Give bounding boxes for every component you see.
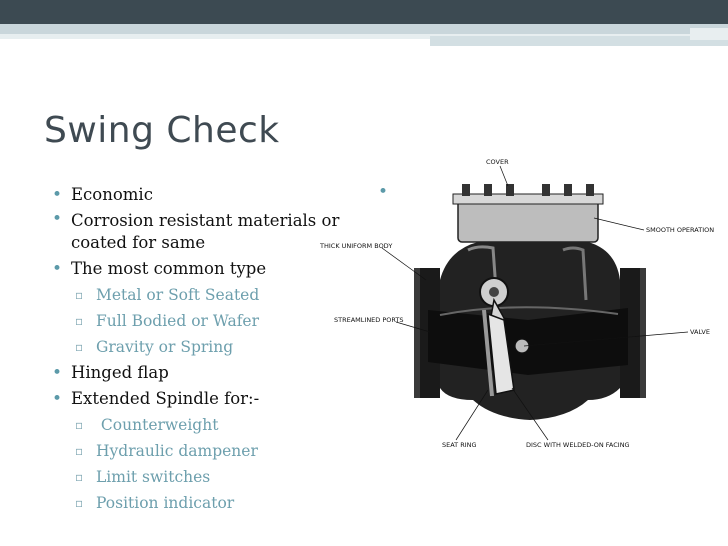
- sub-bullet-item: Counterweight: [52, 412, 352, 438]
- bullet-item: Extended Spindle for:-: [52, 386, 352, 412]
- label-disc: DISC WITH WELDED-ON FACING: [526, 441, 630, 449]
- cover: [457, 197, 599, 243]
- header-stripe-highlight: [430, 36, 728, 46]
- top-bar: [0, 0, 728, 24]
- swing-check-valve-diagram: COVER SMOOTH OPERATION THICK UNIFORM BOD…: [319, 158, 714, 449]
- label-valve: VALVE: [690, 328, 710, 336]
- bullet-item: Corrosion resistant materials or coated …: [52, 208, 352, 256]
- sub-bullet-item: Position indicator: [52, 490, 352, 516]
- sub-bullet-item: Limit switches: [52, 464, 352, 490]
- label-smooth-operation: SMOOTH OPERATION: [646, 226, 714, 234]
- sub-bullet-item: Hydraulic dampener: [52, 438, 352, 464]
- header-stripe-light: [0, 34, 728, 39]
- bullet-item: Hinged flap: [52, 360, 352, 386]
- header-stripe: [0, 24, 728, 34]
- label-thick-body: THICK UNIFORM BODY: [319, 242, 392, 250]
- bullet-list: Economic Corrosion resistant materials o…: [52, 182, 352, 516]
- sub-bullet-item: Full Bodied or Wafer: [52, 308, 352, 334]
- header-stripe-highlight-corner: [690, 28, 728, 40]
- right-flange: [620, 268, 642, 398]
- sub-bullet-item: Gravity or Spring: [52, 334, 352, 360]
- disc: [487, 312, 515, 395]
- label-cover: COVER: [486, 158, 509, 166]
- label-streamlined-ports: STREAMLINED PORTS: [334, 316, 404, 324]
- label-seat-ring: SEAT RING: [442, 441, 477, 449]
- sub-bullet-item: Metal or Soft Seated: [52, 282, 352, 308]
- seat-ring: [482, 309, 494, 397]
- right-column-bullet: •: [378, 182, 389, 202]
- bullet-item: Economic: [52, 182, 352, 208]
- bullet-item: The most common type: [52, 256, 352, 282]
- slide-title: Swing Check: [44, 110, 280, 151]
